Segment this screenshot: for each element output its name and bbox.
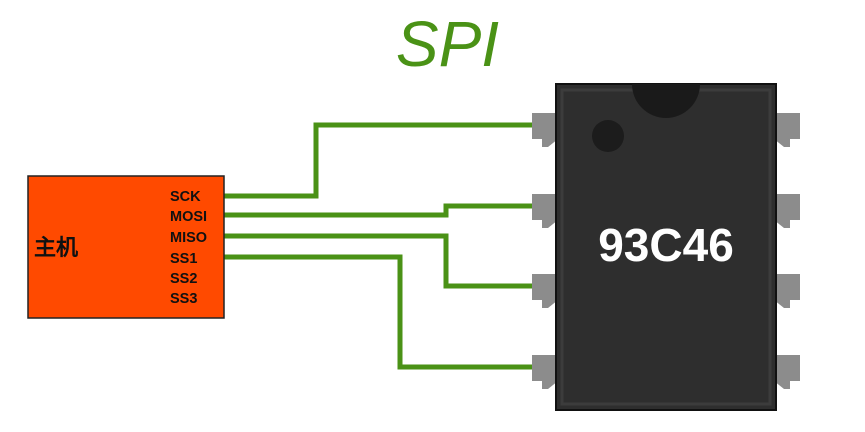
host-pin-label: SCK — [170, 189, 201, 205]
chip-bevel — [560, 88, 772, 406]
wire-mosi — [222, 203, 532, 218]
chip-pin-5 — [774, 355, 800, 389]
diagram-title: SPI — [395, 8, 500, 80]
wires — [222, 122, 532, 370]
host-label: 主机 — [34, 236, 79, 261]
host-box — [27, 175, 225, 319]
chip-left-pins — [532, 113, 558, 389]
host-pin-label: SS1 — [170, 251, 198, 267]
host-pin-label: SS3 — [170, 291, 198, 307]
chip-notch — [632, 84, 700, 118]
host-pin-label: MISO — [170, 230, 208, 246]
wire-ss1 — [222, 254, 532, 370]
chip-pin-7 — [774, 194, 800, 228]
host-pin-label: SS2 — [170, 271, 198, 287]
chip-pin-8 — [774, 113, 800, 147]
chip-pin-3 — [532, 274, 558, 308]
chip-pin-4 — [532, 355, 558, 389]
wire-miso — [222, 233, 532, 289]
chip-right-pins — [774, 113, 800, 389]
chip-label: 93C46 — [598, 219, 734, 271]
chip-pin1-dot — [592, 120, 624, 152]
chip-pin-1 — [532, 113, 558, 147]
chip-pin-2 — [532, 194, 558, 228]
chip-pin-6 — [774, 274, 800, 308]
wire-sck — [222, 122, 532, 199]
host-pin-label: MOSI — [170, 209, 208, 225]
